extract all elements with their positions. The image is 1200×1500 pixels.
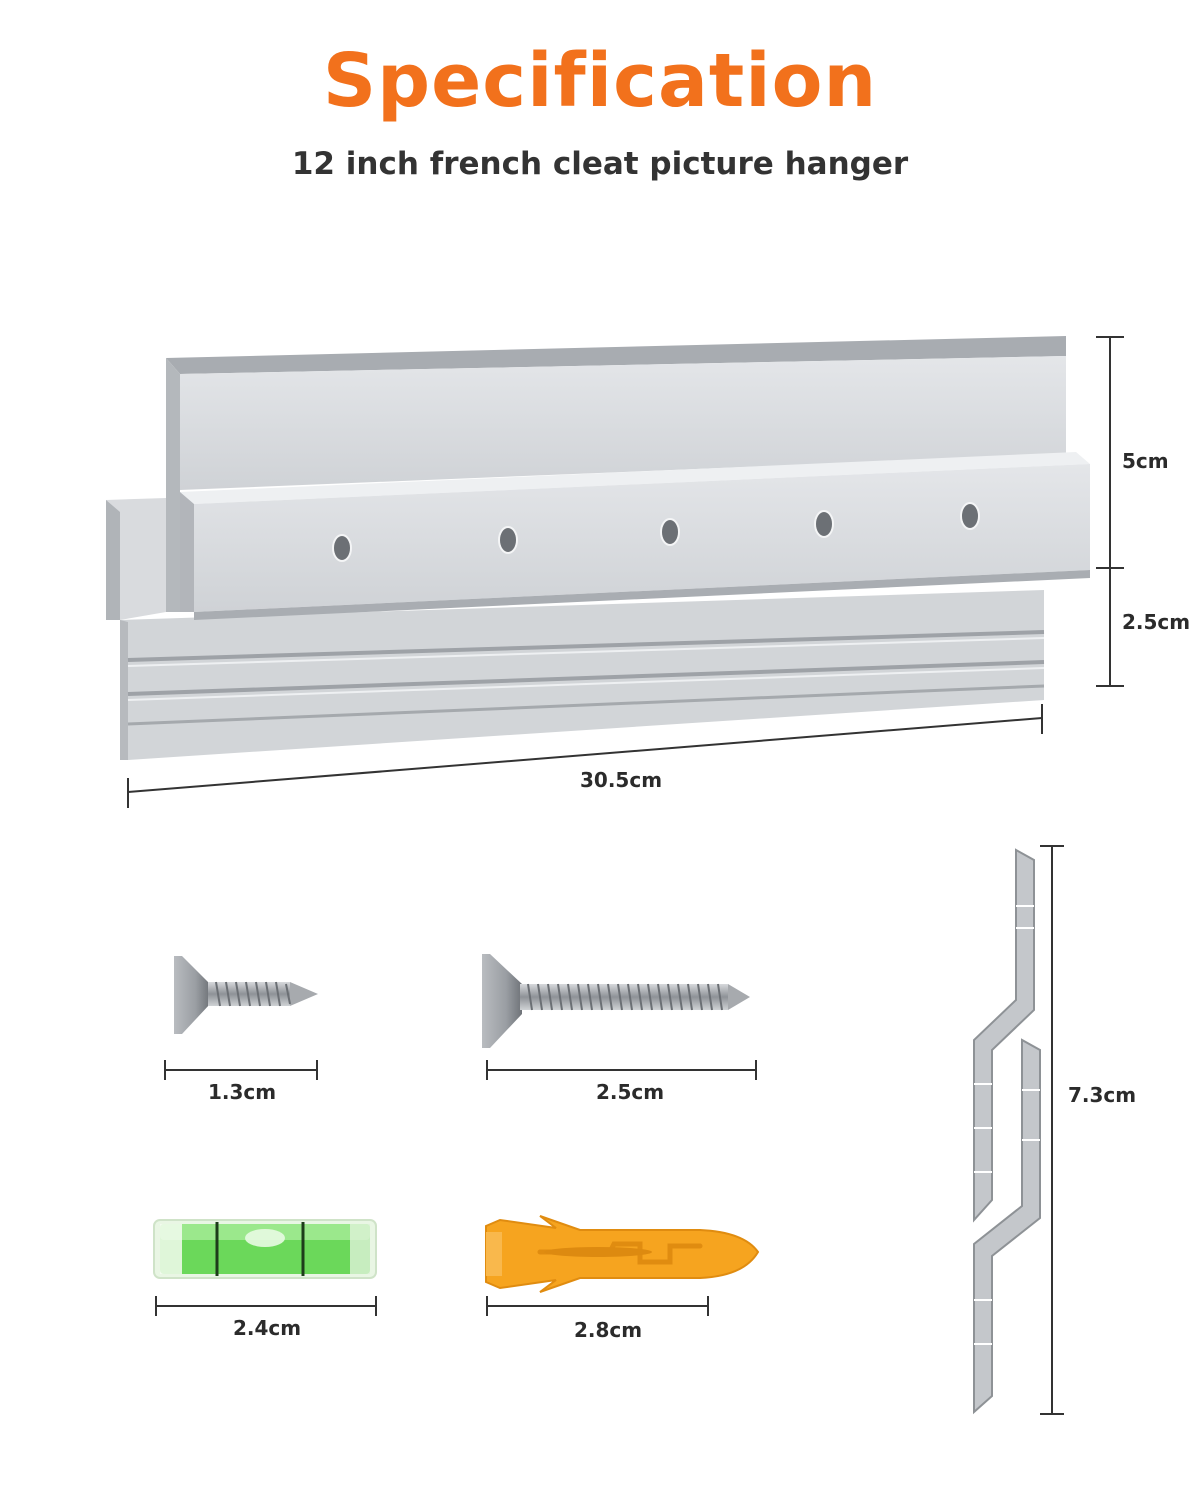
- page-title: Specification: [322, 38, 878, 124]
- wall-anchor-dimension-line: [486, 1296, 709, 1316]
- sawtooth-hanger-dimension-line: [1040, 845, 1064, 1415]
- short-screw-image: [174, 956, 318, 1034]
- sawtooth-hanger-image: [973, 848, 1041, 1415]
- wall-anchor-image: [485, 1215, 760, 1293]
- bubble-level-length-label: 2.4cm: [233, 1316, 302, 1340]
- short-screw-dimension-line: [164, 1060, 318, 1080]
- french-cleat-image: [106, 336, 1090, 760]
- cleat-length-dimension-line: [127, 704, 1043, 808]
- short-screw-length-label: 1.3cm: [208, 1080, 277, 1104]
- page-subtitle: 12 inch french cleat picture hanger: [291, 146, 909, 182]
- long-screw-dimension-line: [486, 1060, 757, 1080]
- cleat-upper-height-label: 5cm: [1122, 449, 1169, 473]
- long-screw-length-label: 2.5cm: [596, 1080, 665, 1104]
- sawtooth-hanger-length-label: 7.3cm: [1068, 1083, 1137, 1107]
- cleat-length-label: 30.5cm: [580, 768, 663, 792]
- wall-anchor-length-label: 2.8cm: [574, 1318, 643, 1342]
- cleat-height-dimension-line: [1096, 336, 1124, 687]
- bubble-level-dimension-line: [155, 1296, 377, 1316]
- cleat-lower-height-label: 2.5cm: [1122, 610, 1191, 634]
- long-screw-image: [482, 954, 750, 1048]
- bubble-level-image: [153, 1219, 377, 1279]
